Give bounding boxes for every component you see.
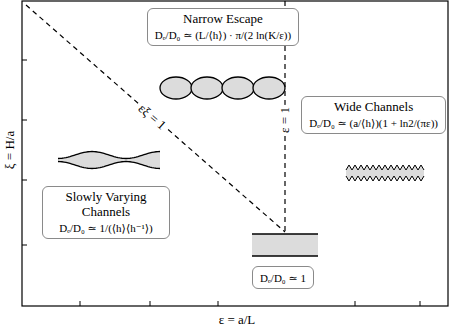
regime-formula: Dₑ/D₀ ≃ (L/⟨h⟩) · π/(2 ln(K/ε)) bbox=[155, 28, 291, 42]
regime-box: Wide ChannelsDₑ/D₀ ≃ (a/⟨h⟩)(1 + ln2/(πε… bbox=[301, 96, 446, 134]
plot-frame bbox=[22, 1, 448, 306]
wide-channel bbox=[346, 165, 424, 181]
axis-label: ε = a/L bbox=[217, 313, 258, 327]
regime-title: Wide Channels bbox=[309, 99, 438, 114]
regime-title: Slowly Varying Channels bbox=[50, 189, 162, 219]
regime-formula: Dₑ/D₀ ≃ (a/⟨h⟩)(1 + ln2/(πε)) bbox=[309, 116, 438, 130]
boundary-label: εξ = 1 bbox=[134, 100, 170, 134]
straight-channel bbox=[252, 234, 318, 256]
boundary-label: ε = 1 bbox=[278, 105, 292, 135]
slowly-varying-channel bbox=[58, 152, 160, 169]
narrow-escape-channel bbox=[160, 77, 285, 99]
axis-label: ξ = H/a bbox=[3, 129, 17, 171]
regime-title: Narrow Escape bbox=[155, 11, 291, 26]
regime-formula: Dₑ/D₀ ≃ 1 bbox=[260, 271, 306, 285]
regime-box: Slowly Varying ChannelsDₑ/D₀ ≃ 1/(⟨h⟩⟨h⁻… bbox=[42, 186, 170, 239]
regime-box: Narrow EscapeDₑ/D₀ ≃ (L/⟨h⟩) · π/(2 ln(K… bbox=[147, 8, 299, 46]
regime-box: Dₑ/D₀ ≃ 1 bbox=[252, 266, 314, 289]
regime-formula: Dₑ/D₀ ≃ 1/(⟨h⟩⟨h⁻¹⟩) bbox=[50, 221, 162, 235]
